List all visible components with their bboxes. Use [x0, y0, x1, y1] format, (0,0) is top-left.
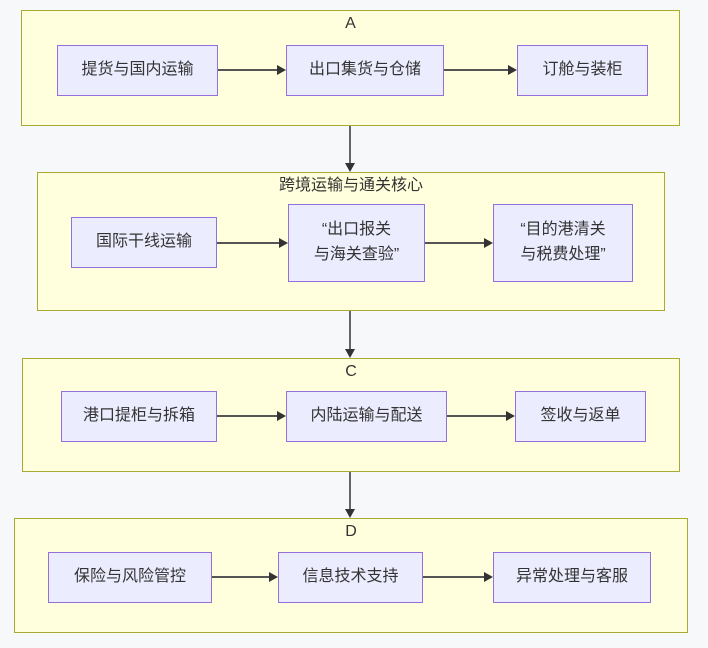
edge-line [423, 576, 485, 578]
arrowhead-down-icon [345, 509, 355, 518]
edge-line [212, 576, 270, 578]
node-export-customs-declaration-inspection: “出口报关 与海关查验” [288, 204, 425, 282]
subgraph-a: A 提货与国内运输 出口集货与仓储 订舱与装柜 [21, 10, 680, 126]
edge-line [349, 311, 351, 350]
node-international-trunk-transport: 国际干线运输 [71, 217, 217, 268]
node-pickup-domestic-transport: 提货与国内运输 [57, 45, 218, 96]
subgraph-a-title: A [345, 15, 356, 32]
edge-line [447, 415, 507, 417]
edge-group-a-to-group-b-arrow [344, 126, 356, 172]
node-port-container-pickup-devanning: 港口提柜与拆箱 [61, 391, 217, 442]
edge-line [349, 472, 351, 510]
arrowhead-right-icon [269, 572, 278, 582]
arrowhead-right-icon [277, 411, 286, 421]
edge-group-c-to-group-d-arrow [344, 472, 356, 518]
edge-consolidation-to-booking-arrow [444, 64, 517, 76]
arrowhead-down-icon [345, 349, 355, 358]
node-inland-transport-delivery: 内陆运输与配送 [286, 391, 447, 442]
node-signoff-return-receipt: 签收与返单 [515, 391, 646, 442]
subgraph-cross-border-core: 跨境运输与通关核心 国际干线运输 “出口报关 与海关查验” “目的港清关 与税费… [37, 172, 665, 311]
arrowhead-right-icon [277, 65, 286, 75]
edge-line [217, 415, 278, 417]
edge-trunk-to-export-declaration-arrow [217, 237, 288, 249]
edge-line [218, 69, 278, 71]
subgraph-d: D 保险与风险管控 信息技术支持 异常处理与客服 [14, 518, 688, 633]
subgraph-cross-border-core-title: 跨境运输与通关核心 [278, 177, 423, 194]
edge-line [349, 126, 351, 164]
arrowhead-down-icon [345, 163, 355, 172]
edge-it-support-to-exception-handling-arrow [423, 571, 493, 583]
edge-line [444, 69, 509, 71]
subgraph-d-title: D [345, 523, 357, 540]
edge-delivery-to-signoff-arrow [447, 410, 515, 422]
subgraph-c: C 港口提柜与拆箱 内陆运输与配送 签收与返单 [22, 358, 680, 472]
node-it-support: 信息技术支持 [278, 552, 423, 603]
edge-pickup-to-consolidation-arrow [218, 64, 286, 76]
arrowhead-right-icon [506, 411, 515, 421]
edge-line [425, 242, 485, 244]
node-export-consolidation-warehousing: 出口集货与仓储 [286, 45, 444, 96]
edge-group-b-to-group-c-arrow [344, 311, 356, 358]
node-exception-handling-customer-service: 异常处理与客服 [493, 552, 651, 603]
arrowhead-right-icon [484, 238, 493, 248]
subgraph-c-title: C [345, 363, 357, 380]
edge-line [217, 242, 280, 244]
edge-pickup-to-inland-delivery-arrow [217, 410, 286, 422]
node-booking-container-loading: 订舱与装柜 [517, 45, 648, 96]
node-insurance-risk-control: 保险与风险管控 [48, 552, 212, 603]
arrowhead-right-icon [484, 572, 493, 582]
edge-declaration-to-destination-clearance-arrow [425, 237, 493, 249]
node-destination-port-clearance-taxes: “目的港清关 与税费处理” [493, 204, 633, 282]
edge-insurance-to-it-support-arrow [212, 571, 278, 583]
arrowhead-right-icon [279, 238, 288, 248]
arrowhead-right-icon [508, 65, 517, 75]
